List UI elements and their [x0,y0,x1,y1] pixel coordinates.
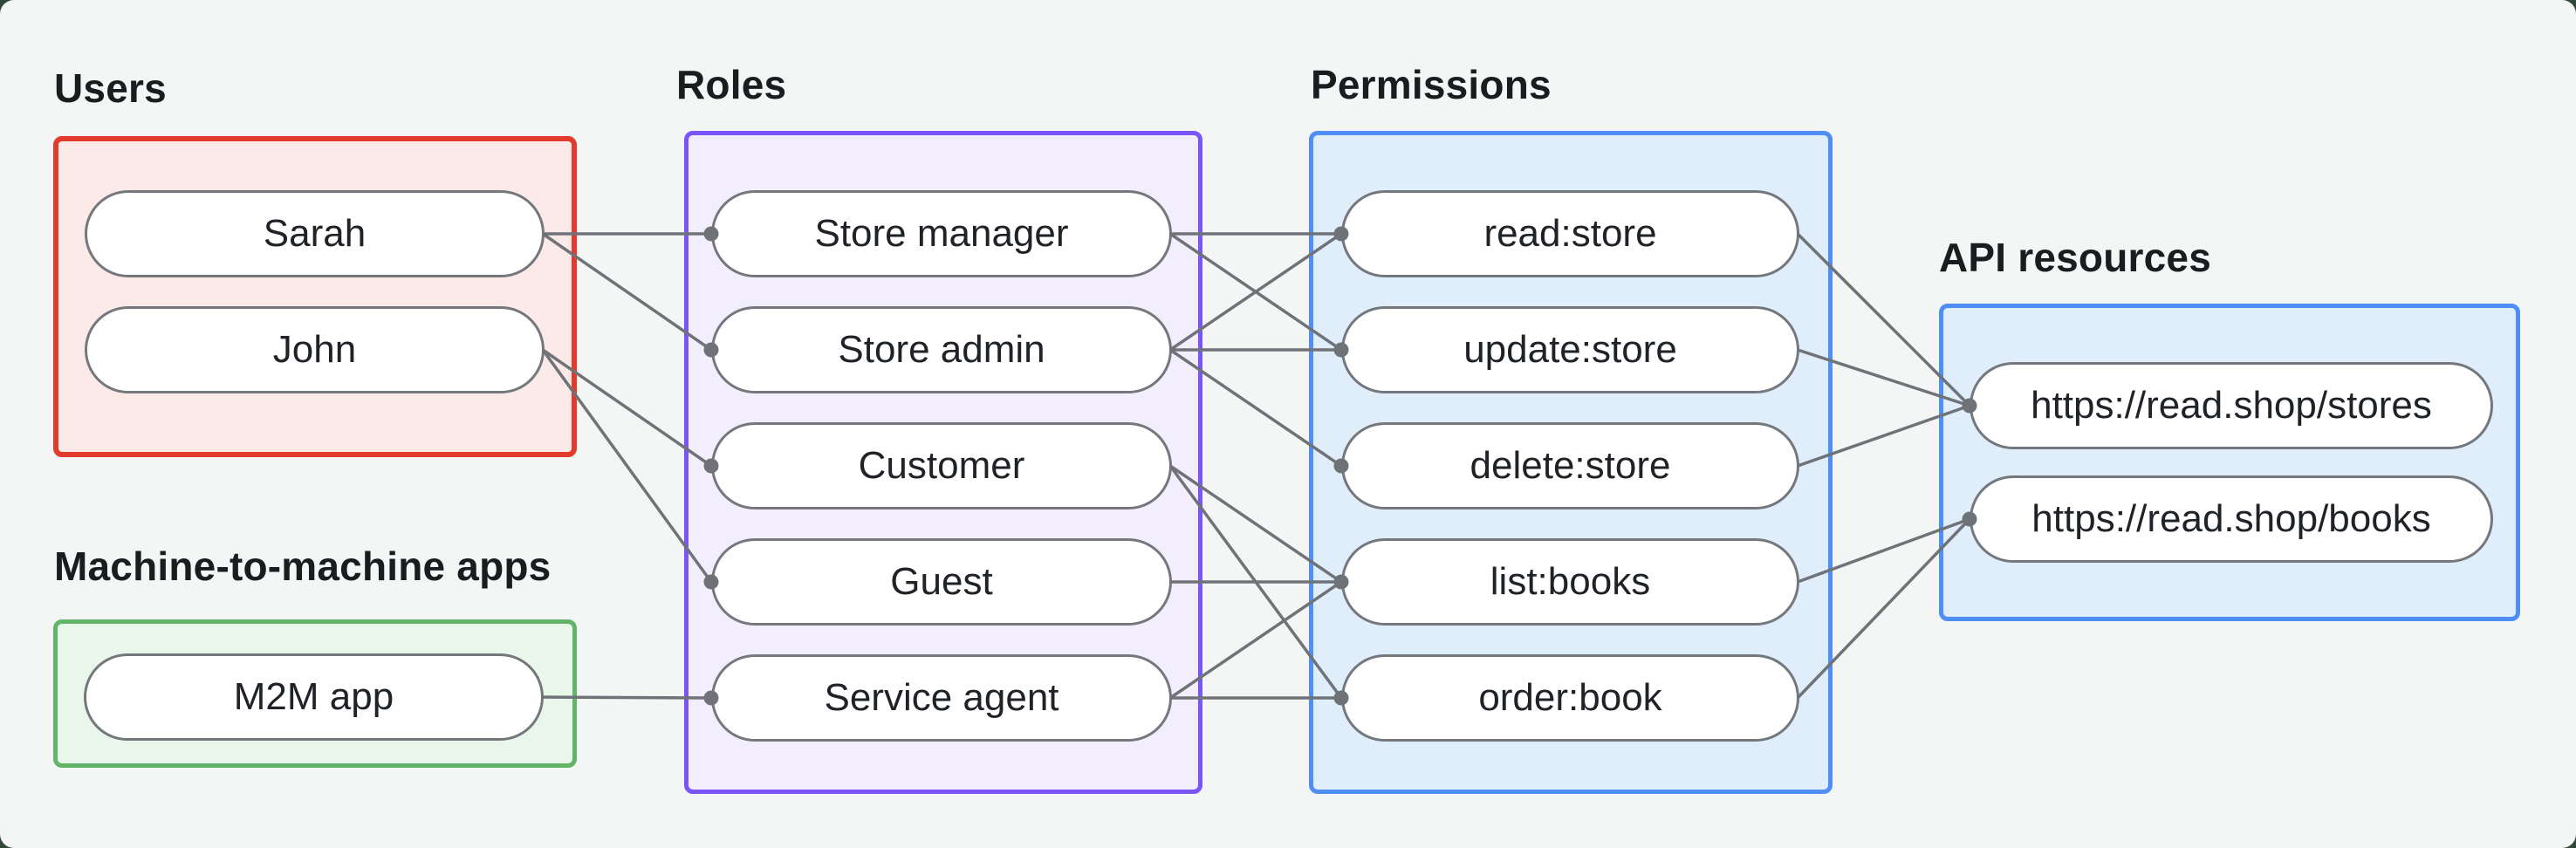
users-group-label: Users [54,65,167,111]
api-node-stores: https://read.shop/stores [1970,362,2493,449]
role-node-store-manager: Store manager [711,190,1172,277]
permission-node-delete-store: delete:store [1341,422,1799,509]
permission-node-update-store: update:store [1341,306,1799,393]
role-node-customer: Customer [711,422,1172,509]
permission-node-list-books: list:books [1341,538,1799,626]
m2m-node-app: M2M app [84,653,544,741]
api-node-books: https://read.shop/books [1970,475,2493,563]
roles-group-box: Store manager Store admin Customer Guest… [684,131,1202,794]
role-node-guest: Guest [711,538,1172,626]
role-node-store-admin: Store admin [711,306,1172,393]
users-group-box: Sarah John [53,136,577,457]
permissions-group-label: Permissions [1311,62,1552,107]
role-node-service-agent: Service agent [711,654,1172,742]
api-resources-group-box: https://read.shop/stores https://read.sh… [1939,304,2520,621]
api-resources-group-label: API resources [1939,235,2211,280]
permission-node-order-book: order:book [1341,654,1799,742]
permissions-group-box: read:store update:store delete:store lis… [1309,131,1833,794]
roles-group-label: Roles [676,62,787,107]
m2m-group-box: M2M app [53,619,577,768]
permission-node-read-store: read:store [1341,190,1799,277]
user-node-john: John [85,306,545,393]
user-node-sarah: Sarah [85,190,545,277]
m2m-group-label: Machine-to-machine apps [54,544,552,589]
